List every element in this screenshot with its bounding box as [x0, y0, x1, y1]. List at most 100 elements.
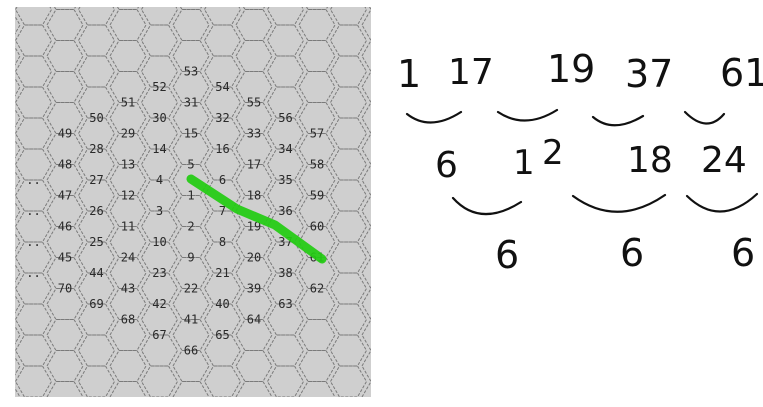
hex-cell: [15, 7, 53, 26]
hex-cell-label: ..: [26, 204, 40, 218]
hex-cell-label: 52: [152, 80, 166, 94]
hex-cell-label: 41: [184, 313, 198, 327]
hex-cell-label: 62: [310, 282, 324, 296]
hex-cell: [15, 108, 21, 128]
hex-cell-label: 2: [187, 220, 194, 234]
hex-cell-label: 8: [219, 235, 226, 249]
hex-cell: [46, 381, 84, 397]
hex-cell-label: 4: [156, 173, 163, 187]
hex-cell-label: 56: [278, 111, 292, 125]
brace-37-61: [683, 110, 726, 125]
note-difference-1: 6: [435, 145, 458, 186]
hex-cell-label: 22: [184, 282, 198, 296]
hex-cell: [235, 350, 273, 382]
hex-cell-label: 47: [58, 189, 72, 203]
hex-cell: [77, 334, 116, 367]
highlight-path: [186, 174, 327, 264]
hex-cell-label: 34: [278, 142, 292, 156]
hex-cell-label: 33: [247, 127, 261, 141]
brace-2-18: [571, 193, 667, 213]
hex-cell: [329, 55, 368, 88]
note-difference-5: 24: [701, 140, 747, 181]
hex-cell: [172, 381, 210, 397]
hex-cell: [46, 71, 84, 103]
hex-cell: [329, 303, 368, 336]
hex-cell-label: 27: [89, 173, 103, 187]
hex-cell: [140, 365, 179, 397]
hex-cell-label: 26: [89, 204, 103, 218]
hex-cell-label: 42: [152, 297, 166, 311]
hex-cell: [329, 241, 368, 274]
note-difference-2: 1: [513, 143, 535, 183]
brace-18-24: [685, 192, 759, 213]
hex-cell: [298, 40, 336, 72]
hex-cell: [15, 24, 53, 57]
hex-cell: [305, 7, 329, 10]
hex-cell-label: 67: [152, 328, 166, 342]
hex-cell: [15, 86, 53, 119]
hex-cell-label: 65: [215, 328, 229, 342]
hex-cell: [298, 381, 336, 397]
hex-cell: [46, 40, 84, 72]
hex-cell: [203, 7, 242, 26]
hex-cell-label: 53: [184, 65, 198, 79]
hex-cell-label: 70: [58, 282, 72, 296]
hex-cell-label: 58: [310, 158, 324, 172]
hex-cell-label: 12: [121, 189, 135, 203]
hex-cell-label: 18: [247, 189, 261, 203]
hex-cell-label: 50: [89, 111, 103, 125]
note-difference-3: 2: [542, 133, 564, 173]
note-second-difference-1: 6: [495, 233, 519, 275]
hex-cell-label: 60: [310, 220, 324, 234]
hex-cell-label: 7: [219, 204, 226, 218]
hex-cell-label: 24: [121, 251, 135, 265]
hex-cell-label: 14: [152, 142, 166, 156]
hex-cell-label: 16: [215, 142, 229, 156]
hex-cell-label: 63: [278, 297, 292, 311]
hex-cell-label: ..: [26, 266, 40, 280]
hex-cell-label: 21: [215, 266, 229, 280]
hex-cell-label: 57: [310, 127, 324, 141]
hex-cell: [15, 303, 53, 336]
hex-cell: [140, 24, 179, 57]
hex-cell: [329, 365, 368, 397]
hex-cell: [15, 77, 21, 97]
hex-cell: [15, 55, 53, 88]
hex-cell: [266, 334, 305, 367]
hex-cell: [15, 365, 53, 397]
brace-6-1: [451, 196, 523, 216]
hex-cell: [329, 117, 368, 150]
hex-cell-label: 29: [121, 127, 135, 141]
hex-cell: [46, 319, 84, 351]
hex-cell: [329, 210, 368, 243]
hex-cell: [46, 350, 84, 382]
hex-cell-label: 54: [215, 80, 229, 94]
hex-cell: [109, 381, 147, 397]
hex-cell-label: 48: [58, 158, 72, 172]
hex-cell-label: 28: [89, 142, 103, 156]
hex-cell: [235, 381, 273, 397]
hex-cell: [15, 201, 21, 221]
hex-cell: [179, 7, 203, 10]
hex-cell-label: 17: [247, 158, 261, 172]
hex-cell-label: 25: [89, 235, 103, 249]
hex-cell-label: 13: [121, 158, 135, 172]
hex-cell: [46, 9, 84, 41]
hex-cell-label: 31: [184, 96, 198, 110]
hex-cell: [235, 9, 273, 41]
brace-17-19: [496, 108, 559, 122]
hex-cell: [15, 46, 21, 66]
hex-cell: [109, 40, 147, 72]
hex-cell-label: 30: [152, 111, 166, 125]
hex-cell: [242, 7, 266, 10]
hex-cell-label: 9: [187, 251, 194, 265]
hex-cell: [203, 24, 242, 57]
hex-cell-label: 51: [121, 96, 135, 110]
hex-cell: [329, 272, 368, 305]
hex-cell: [329, 7, 368, 26]
hex-cell-label: 40: [215, 297, 229, 311]
hex-cell-label: 43: [121, 282, 135, 296]
hex-cell-label: 1: [187, 189, 194, 203]
hex-cell-label: 15: [184, 127, 198, 141]
hex-cell: [298, 319, 336, 351]
